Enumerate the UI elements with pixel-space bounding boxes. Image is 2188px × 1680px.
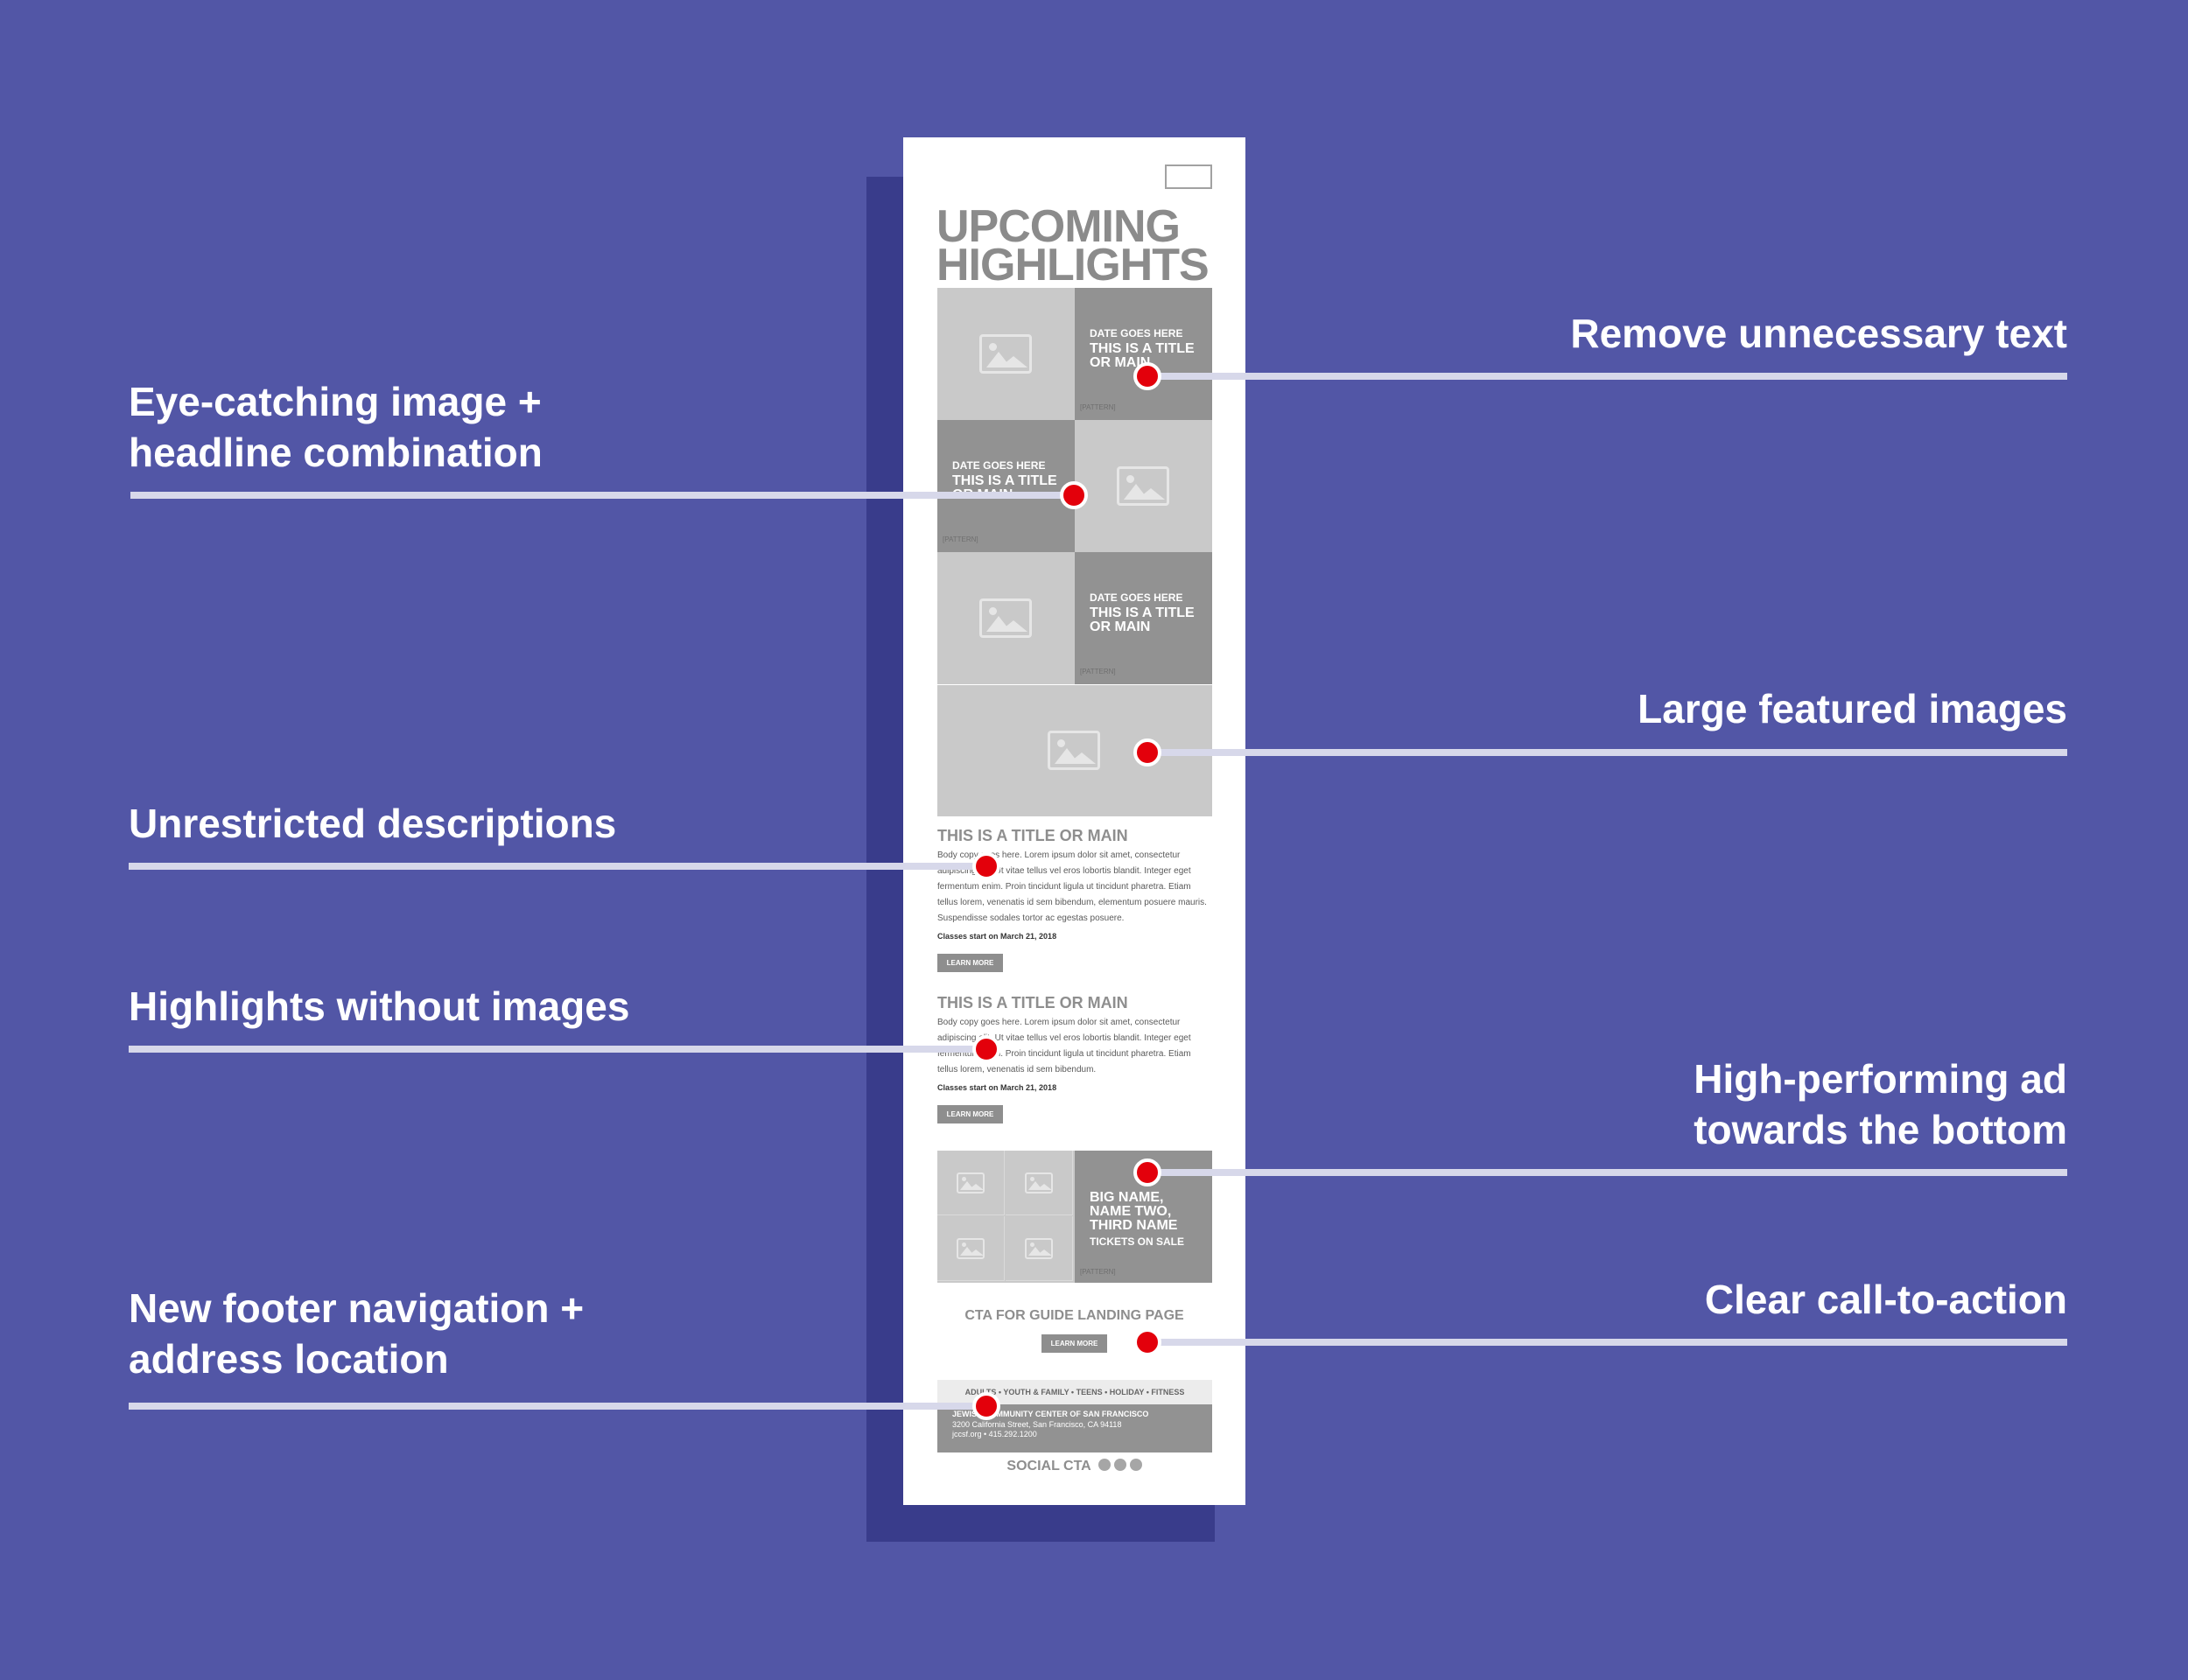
headline-tile: DATE GOES HERE THIS IS A TITLE OR MAIN [… — [937, 420, 1075, 552]
headline-tile: DATE GOES HERE THIS IS A TITLE OR MAIN [… — [1075, 288, 1212, 420]
email-mockup: UPCOMING HIGHLIGHTS DATE GOES HERE THIS … — [903, 137, 1245, 1505]
annotation-unrestricted: Unrestricted descriptions — [129, 801, 617, 846]
image-placeholder-icon — [979, 334, 1032, 374]
cta-title: CTA FOR GUIDE LANDING PAGE — [964, 1308, 1184, 1323]
image-placeholder-icon — [1117, 466, 1169, 506]
learn-more-button[interactable]: LEARN MORE — [937, 954, 1003, 972]
social-icon[interactable] — [1113, 1459, 1126, 1471]
annotation-remove-text: Remove unnecessary text — [1570, 311, 2067, 356]
image-placeholder-icon — [1025, 1172, 1053, 1194]
ad-image-grid — [937, 1151, 1075, 1283]
section-body: Body copy goes here. Lorem ipsum dolor s… — [937, 1018, 1191, 1074]
annotation-line — [129, 1046, 986, 1053]
annotation-marker — [972, 852, 1000, 880]
email-title: UPCOMING HIGHLIGHTS — [936, 201, 1210, 290]
annotation-line — [129, 1403, 986, 1410]
section-title: THIS IS A TITLE OR MAIN — [937, 994, 1128, 1012]
annotation-marker — [972, 1035, 1000, 1063]
section-classes: Classes start on March 21, 2018 — [937, 1083, 1057, 1092]
section-title: THIS IS A TITLE OR MAIN — [937, 827, 1128, 844]
headline-tile: DATE GOES HERE THIS IS A TITLE OR MAIN [… — [1075, 552, 1212, 684]
social-cta: SOCIAL CTA — [903, 1459, 1245, 1474]
annotation-highlights-no-images: Highlights without images — [129, 984, 630, 1029]
ad-pattern: [PATTERN] — [1080, 1268, 1116, 1276]
logo-placeholder — [1165, 164, 1212, 189]
image-placeholder-icon — [979, 598, 1032, 638]
section-body: Body copy goes here. Lorem ipsum dolor s… — [937, 850, 1207, 923]
annotation-line — [129, 863, 986, 870]
annotation-marker — [1133, 1158, 1161, 1186]
image-placeholder-icon — [957, 1238, 985, 1259]
image-tile — [1075, 420, 1212, 552]
annotation-cta: Clear call-to-action — [1704, 1277, 2067, 1322]
annotation-large-images: Large featured images — [1637, 686, 2067, 732]
social-icon[interactable] — [1098, 1459, 1111, 1471]
annotation-eye-catching: Eye-catching image + headline combinatio… — [129, 379, 543, 475]
annotation-marker — [1133, 738, 1161, 766]
annotation-marker — [972, 1392, 1000, 1420]
annotation-line — [130, 492, 1074, 499]
image-placeholder-icon — [1025, 1238, 1053, 1259]
annotation-marker — [1060, 481, 1088, 509]
annotation-line — [1147, 1339, 2067, 1346]
annotation-line — [1147, 749, 2067, 756]
image-placeholder-icon — [1048, 731, 1100, 770]
image-tile — [937, 288, 1075, 420]
annotation-line — [1147, 373, 2067, 380]
image-tile — [937, 552, 1075, 684]
annotation-marker — [1133, 1328, 1161, 1356]
social-icon[interactable] — [1129, 1459, 1142, 1471]
section-classes: Classes start on March 21, 2018 — [937, 932, 1057, 941]
annotation-footer: New footer navigation + address location — [129, 1285, 585, 1382]
cta-learn-more-button[interactable]: LEARN MORE — [1041, 1334, 1107, 1353]
ad-tickets: TICKETS ON SALE — [1090, 1236, 1185, 1248]
learn-more-button[interactable]: LEARN MORE — [937, 1105, 1003, 1124]
annotation-ad: High-performing ad towards the bottom — [1694, 1056, 2067, 1152]
annotation-line — [1147, 1169, 2067, 1176]
image-placeholder-icon — [957, 1172, 985, 1194]
annotation-marker — [1133, 362, 1161, 390]
ad-names: BIG NAME, NAME TWO, THIRD NAME — [1090, 1190, 1178, 1233]
